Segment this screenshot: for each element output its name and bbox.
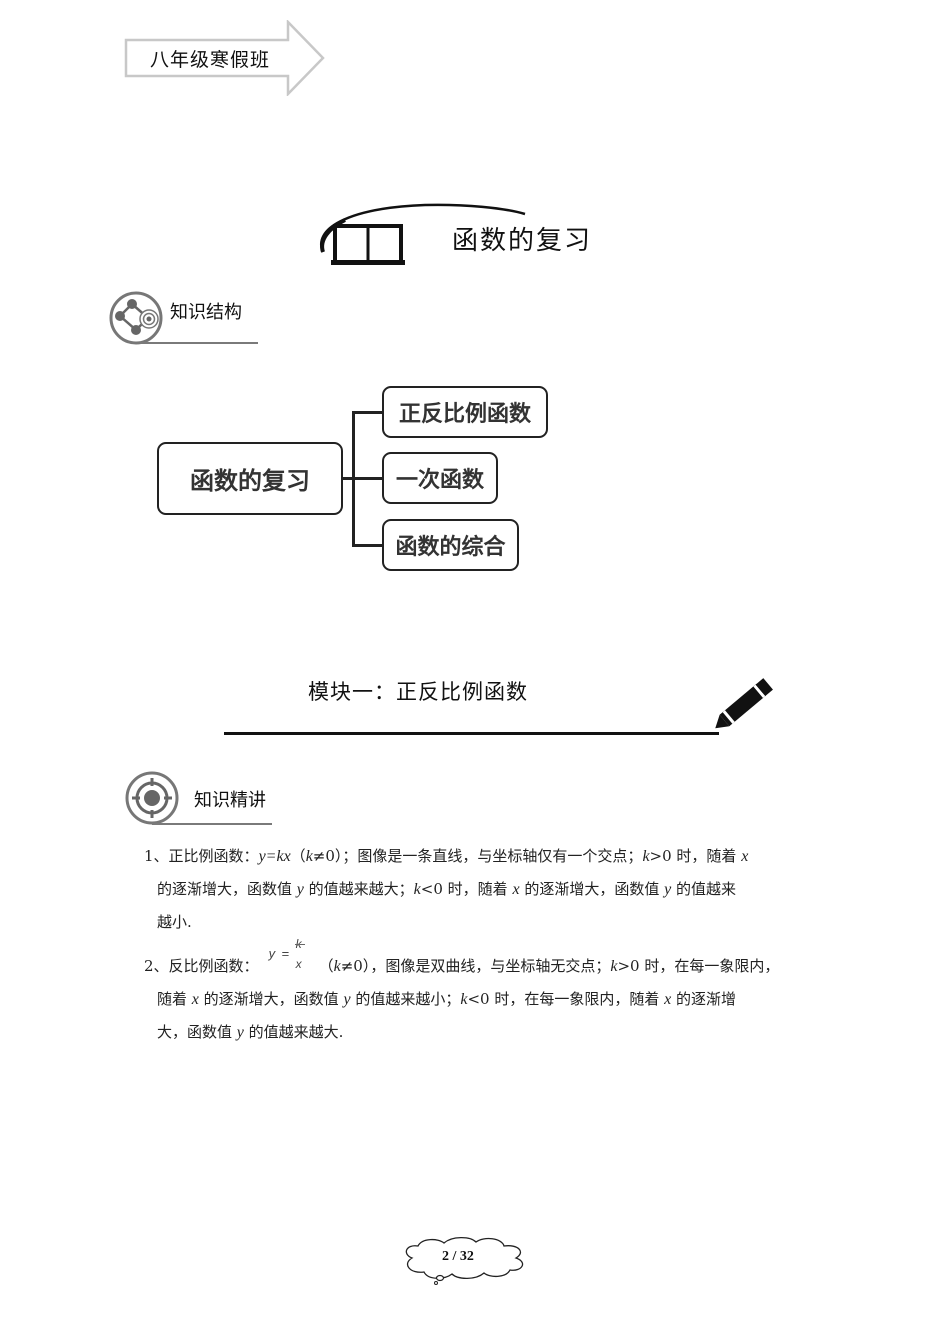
module-underline	[224, 732, 719, 735]
chapter-title: 函数的复习	[452, 226, 593, 256]
fraction-formula: y=kx	[269, 937, 313, 982]
knowledge-item-2: 2、反比例函数：y=kx（k≠0），图像是双曲线，与坐标轴无交点；k>0 时，在…	[144, 937, 824, 1049]
section-underline	[152, 823, 272, 825]
section-title-detail: 知识精讲	[194, 790, 266, 811]
thought-cloud-icon	[405, 1236, 524, 1285]
mindmap-node-comprehensive: 函数的综合	[382, 519, 519, 571]
mindmap-root-node: 函数的复习	[157, 442, 343, 515]
item-line: 越小.	[157, 913, 192, 931]
item-line: 大，函数值 y 的值越来越大.	[157, 1023, 344, 1041]
page-number: 2 / 32	[442, 1249, 474, 1264]
connector-child-3	[352, 544, 383, 547]
connector-child-2	[352, 477, 383, 480]
pencil-icon	[715, 678, 773, 729]
module-title: 模块一：正反比例函数	[308, 680, 528, 704]
knowledge-item-1: 1、正比例函数：y=kx（k≠0）；图像是一条直线，与坐标轴仅有一个交点；k>0…	[144, 840, 824, 938]
section-title-structure: 知识结构	[170, 302, 242, 323]
crosshair-target-icon	[125, 771, 179, 825]
item-line: 2、反比例函数：y=kx（k≠0），图像是双曲线，与坐标轴无交点；k>0 时，在…	[144, 937, 824, 983]
network-target-icon	[109, 291, 163, 345]
mindmap-node-proportional: 正反比例函数	[382, 386, 548, 438]
header-arrow-shape	[124, 20, 325, 96]
item-line: 的逐渐增大，函数值 y 的值越来越大；k<0 时，随着 x 的逐渐增大，函数值 …	[157, 880, 736, 898]
mindmap-node-linear: 一次函数	[382, 452, 498, 504]
class-label: 八年级寒假班	[150, 49, 271, 71]
connector-child-1	[352, 411, 383, 414]
item-line: 随着 x 的逐渐增大，函数值 y 的值越来越小；k<0 时，在每一象限内，随着 …	[157, 990, 736, 1008]
item-line: 1、正比例函数：y=kx（k≠0）；图像是一条直线，与坐标轴仅有一个交点；k>0…	[144, 847, 749, 865]
open-book-icon	[320, 203, 526, 265]
section-underline	[140, 342, 258, 344]
fraction-bar	[294, 944, 305, 945]
connector-root	[343, 477, 354, 480]
